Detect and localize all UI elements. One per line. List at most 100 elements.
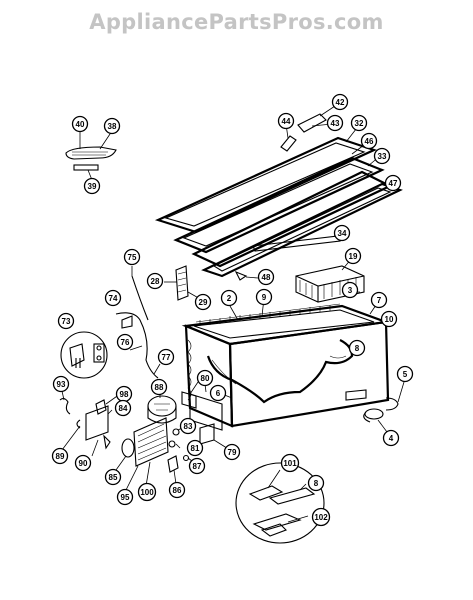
callout-c2: 2 bbox=[220, 289, 238, 307]
callout-label: 81 bbox=[191, 444, 200, 453]
callout-circle bbox=[257, 268, 275, 286]
callout-circle bbox=[344, 247, 362, 265]
callout-label: 87 bbox=[193, 462, 202, 471]
callout-label: 75 bbox=[128, 253, 137, 262]
divider-detail-circle bbox=[235, 462, 325, 544]
callout-label: 88 bbox=[155, 383, 164, 392]
callout-circle bbox=[83, 177, 101, 195]
condenser-grille-part bbox=[115, 417, 169, 495]
callout-label: 4 bbox=[389, 434, 394, 443]
callout-c48: 48 bbox=[257, 268, 275, 286]
callout-c79: 79 bbox=[223, 443, 241, 461]
callout-label: 29 bbox=[199, 298, 208, 307]
callout-label: 73 bbox=[62, 317, 71, 326]
callout-label: 95 bbox=[121, 493, 130, 502]
callout-circle bbox=[220, 289, 238, 307]
callout-c3: 3 bbox=[341, 281, 359, 299]
callout-circle bbox=[116, 488, 134, 506]
thermostat-capillary-part bbox=[115, 312, 161, 379]
callout-c43: 43 bbox=[326, 114, 344, 132]
callout-label: 74 bbox=[109, 294, 118, 303]
callout-c102: 102 bbox=[311, 507, 331, 527]
callout-label: 39 bbox=[88, 182, 97, 191]
callout-circle bbox=[341, 281, 359, 299]
callout-circle bbox=[104, 289, 122, 307]
callout-circle bbox=[360, 132, 378, 150]
callout-circle bbox=[179, 417, 197, 435]
callout-label: 32 bbox=[355, 119, 364, 128]
callout-label: 33 bbox=[378, 152, 387, 161]
callout-circle bbox=[157, 348, 175, 366]
callout-circle bbox=[196, 369, 214, 387]
callout-label: 80 bbox=[201, 374, 210, 383]
callout-c29: 29 bbox=[194, 293, 212, 311]
callout-label: 2 bbox=[227, 294, 232, 303]
callout-circle bbox=[277, 112, 295, 130]
callout-c80: 80 bbox=[196, 369, 214, 387]
callout-c19: 19 bbox=[344, 247, 362, 265]
callout-c101: 101 bbox=[280, 453, 300, 473]
callout-label: 86 bbox=[173, 486, 182, 495]
callout-c88: 88 bbox=[150, 378, 168, 396]
watermark-text: AppliancePartsPros.com bbox=[89, 10, 384, 34]
callout-c93: 93 bbox=[52, 375, 70, 393]
callout-circle bbox=[280, 453, 300, 473]
callout-label: 98 bbox=[120, 390, 129, 399]
callout-circle bbox=[382, 429, 400, 447]
callout-c8a: 8 bbox=[348, 339, 366, 357]
callout-circle bbox=[396, 365, 414, 383]
drain-hose-part bbox=[363, 408, 391, 437]
callout-label: 5 bbox=[403, 370, 408, 379]
callout-c95: 95 bbox=[116, 488, 134, 506]
callout-c40: 40 bbox=[71, 115, 89, 133]
callout-circle bbox=[194, 293, 212, 311]
callout-label: 90 bbox=[79, 459, 88, 468]
callout-c86: 86 bbox=[168, 481, 186, 499]
callout-label: 85 bbox=[109, 473, 118, 482]
callout-label: 34 bbox=[338, 229, 347, 238]
callout-label: 6 bbox=[216, 389, 221, 398]
callout-label: 3 bbox=[348, 286, 353, 295]
callout-c83: 83 bbox=[179, 417, 197, 435]
callout-c46: 46 bbox=[360, 132, 378, 150]
callout-c28: 28 bbox=[146, 272, 164, 290]
callout-circle bbox=[311, 507, 331, 527]
callout-label: 40 bbox=[76, 120, 85, 129]
callout-circle bbox=[104, 468, 122, 486]
callout-circle bbox=[384, 174, 402, 192]
callout-c74: 74 bbox=[104, 289, 122, 307]
callout-circle bbox=[74, 454, 92, 472]
callout-c73: 73 bbox=[57, 312, 75, 330]
callout-c32: 32 bbox=[350, 114, 368, 132]
callout-label: 8 bbox=[314, 479, 319, 488]
callout-circle bbox=[168, 481, 186, 499]
callout-c8b: 8 bbox=[307, 474, 325, 492]
callout-circle bbox=[114, 399, 132, 417]
callout-circle bbox=[350, 114, 368, 132]
callout-label: 42 bbox=[336, 98, 345, 107]
callout-circle bbox=[333, 224, 351, 242]
callout-c42: 42 bbox=[331, 93, 349, 111]
callout-label: 84 bbox=[119, 404, 128, 413]
callout-c81: 81 bbox=[186, 439, 204, 457]
callout-label: 77 bbox=[162, 353, 171, 362]
callout-label: 79 bbox=[228, 448, 237, 457]
callout-label: 101 bbox=[283, 459, 297, 468]
callout-c77: 77 bbox=[157, 348, 175, 366]
callout-circle bbox=[137, 482, 157, 502]
callout-circle bbox=[186, 439, 204, 457]
callout-c44: 44 bbox=[277, 112, 295, 130]
callout-label: 9 bbox=[262, 293, 267, 302]
callout-label: 19 bbox=[349, 252, 358, 261]
callout-label: 46 bbox=[365, 137, 374, 146]
callout-label: 89 bbox=[56, 452, 65, 461]
callout-circle bbox=[52, 375, 70, 393]
callout-circle bbox=[150, 378, 168, 396]
callout-label: 38 bbox=[108, 122, 117, 131]
hinge-cover-part bbox=[65, 130, 117, 181]
callout-circle bbox=[209, 384, 227, 402]
callout-circle bbox=[123, 248, 141, 266]
callout-circle bbox=[331, 93, 349, 111]
callout-c90: 90 bbox=[74, 454, 92, 472]
